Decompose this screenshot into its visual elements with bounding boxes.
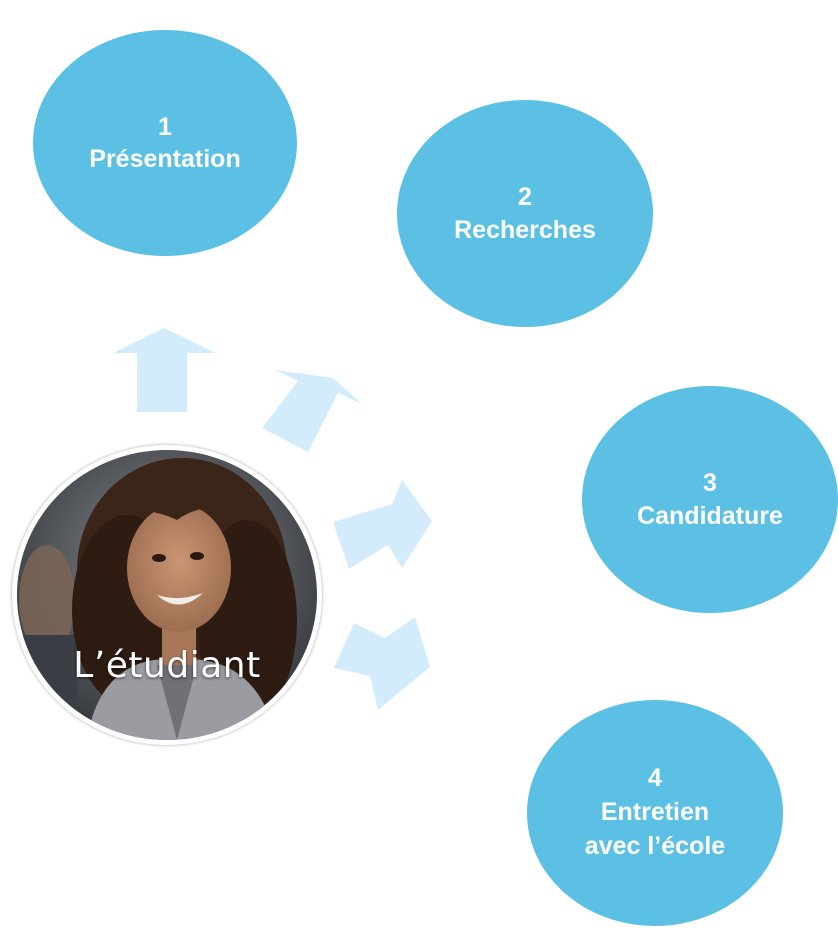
arrow-to-step-2 [262, 370, 362, 452]
step-2-title: Recherches [454, 215, 596, 244]
step-3-number: 3 [703, 469, 717, 497]
step-4-title-line2: avec l’école [584, 831, 726, 860]
arrow-to-step-1 [113, 328, 216, 412]
step-2-circle: 2 Recherches [397, 100, 653, 327]
step-3-title: Candidature [637, 501, 783, 530]
step-4-title-line1: Entretien [600, 798, 710, 827]
arrow-to-step-4 [334, 617, 430, 710]
student-label: L’étudiant [73, 645, 261, 686]
step-1-circle: 1 Présentation [33, 30, 297, 256]
step-4-number: 4 [648, 764, 662, 793]
step-1-number: 1 [158, 112, 172, 141]
student-photo [17, 450, 317, 740]
step-4-circle: 4 Entretien avec l’école [527, 700, 783, 926]
arrow-to-step-3 [333, 480, 432, 569]
student-photo-illustration [17, 450, 317, 740]
step-1-title: Présentation [89, 145, 241, 173]
step-3-circle: 3 Candidature [582, 386, 838, 613]
student-circle: L’étudiant [12, 445, 322, 745]
step-2-number: 2 [518, 183, 532, 211]
